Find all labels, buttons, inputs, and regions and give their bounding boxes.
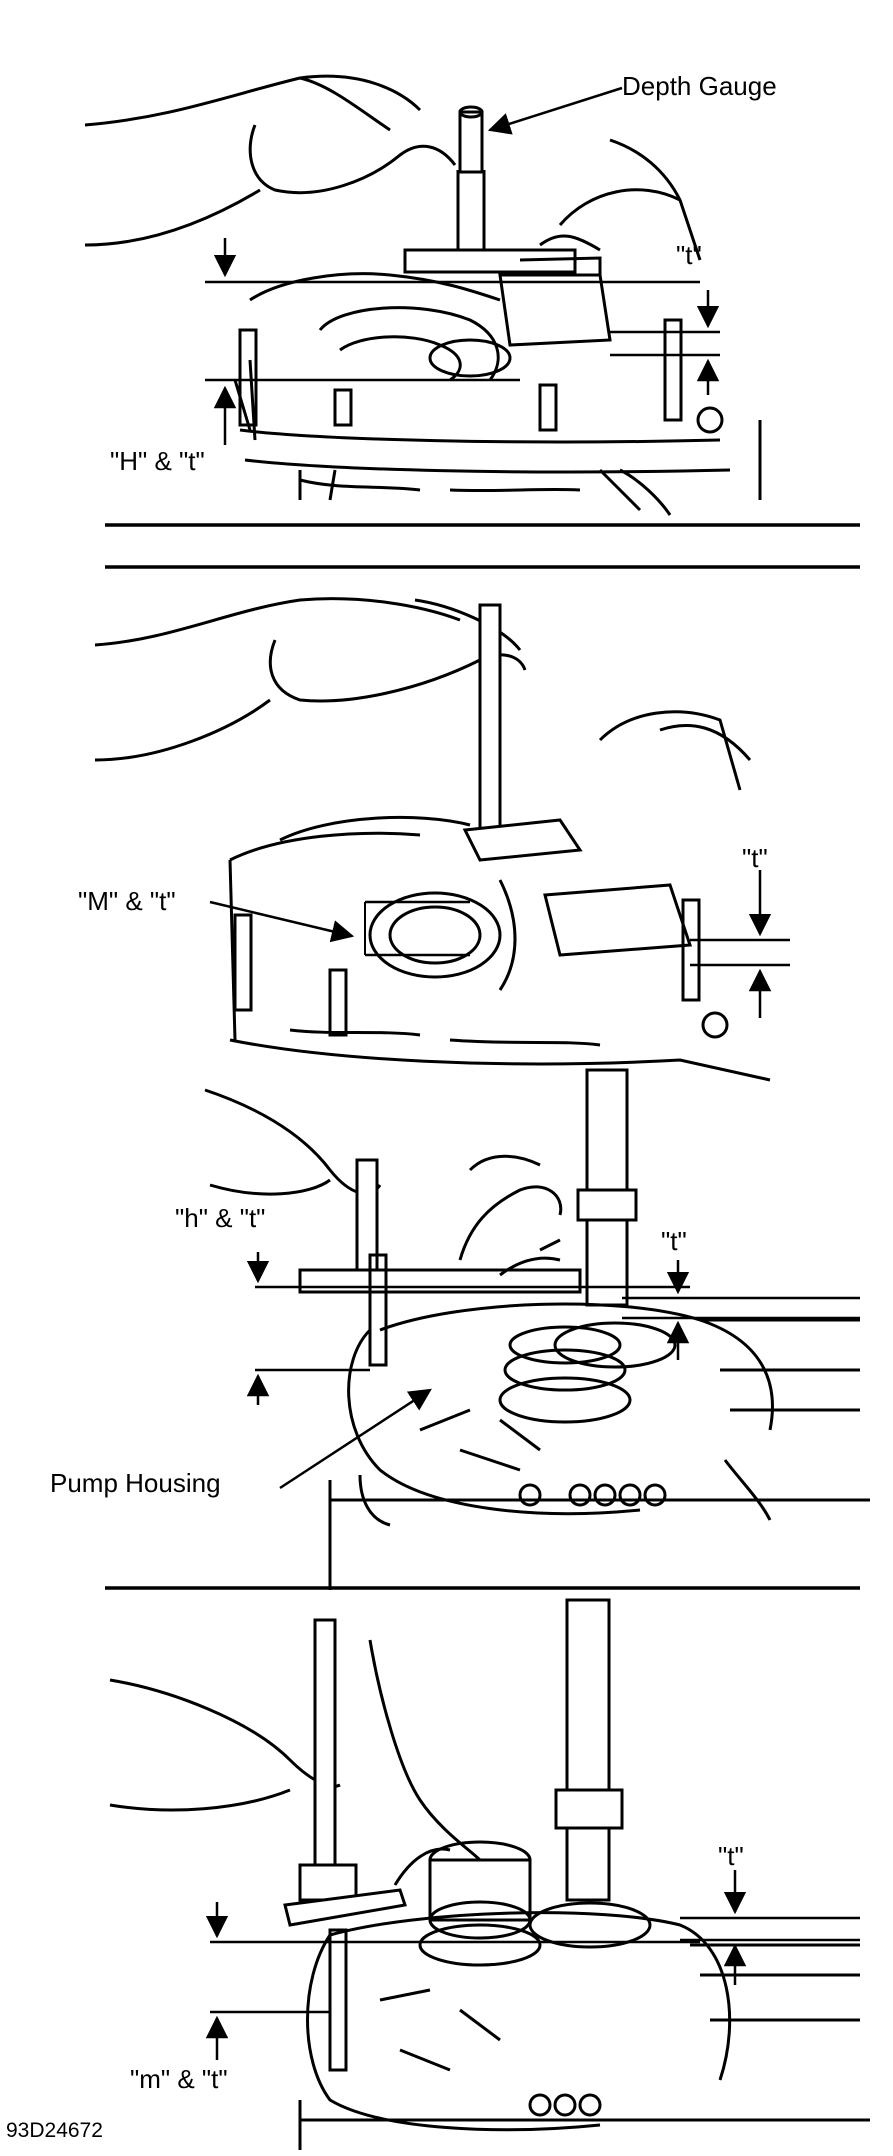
pump-housing-label: Pump Housing [50, 1468, 221, 1498]
h-and-t-label: "H" & "t" [110, 446, 205, 476]
panel-1-illustration [84, 74, 762, 516]
t-label-panel-4: "t" [718, 1841, 744, 1871]
m-lower-and-t-label: "m" & "t" [130, 2064, 228, 2094]
panel-3-illustration [204, 1068, 870, 1590]
panel-1-dimension-lines [205, 86, 720, 445]
depth-gauge-label: Depth Gauge [622, 71, 777, 101]
t-label-panel-3: "t" [661, 1226, 687, 1256]
panel-2-illustration [94, 597, 771, 1082]
panel-4-dimension-lines [205, 1870, 860, 2060]
t-label-panel-2: "t" [742, 843, 768, 873]
panel-2-dimension-lines [209, 870, 790, 1018]
t-label-panel-1: "t" [676, 240, 702, 270]
m-and-t-label: "M" & "t" [78, 886, 176, 916]
h-lower-and-t-label: "h" & "t" [175, 1203, 266, 1233]
panel-3-dimension-lines [246, 1252, 860, 1490]
panel-4-illustration [109, 1598, 870, 2150]
separator-1 [105, 523, 860, 569]
figure-id: 93D24672 [6, 2119, 103, 2142]
